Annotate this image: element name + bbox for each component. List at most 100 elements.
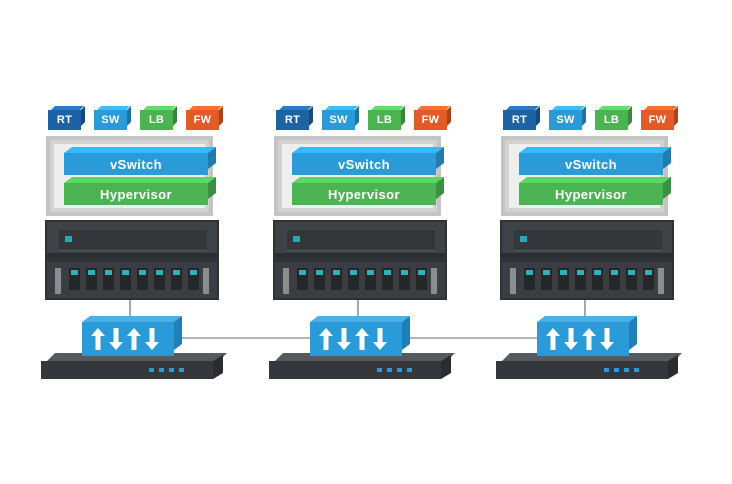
function-label: SW [556, 114, 575, 126]
switch-side [668, 355, 678, 379]
network-switch [269, 353, 457, 381]
port-strip [506, 268, 668, 294]
switch-side [441, 355, 451, 379]
function-rt-block: RT [276, 110, 309, 130]
network-port-icon [69, 268, 80, 290]
rail-right [658, 268, 664, 294]
uplink-line [357, 300, 359, 322]
switch-led-icon [634, 368, 639, 372]
uplink-line [584, 300, 586, 322]
function-lb-block: LB [595, 110, 628, 130]
network-port-icon [314, 268, 325, 290]
switch-led-icon [624, 368, 629, 372]
server-chassis-ports [500, 260, 674, 300]
rail-right [203, 268, 209, 294]
switch-led-icon [387, 368, 392, 372]
vswitch-layer: vSwitch [64, 153, 208, 175]
server-panel [287, 230, 435, 251]
server-divider [47, 253, 217, 258]
network-port-icon [626, 268, 637, 290]
switch-led-icon [159, 368, 164, 372]
function-rt-block: RT [48, 110, 81, 130]
function-label: FW [421, 114, 440, 126]
arrow-down-icon [564, 328, 578, 350]
port-strip [51, 268, 213, 294]
network-port-icon [524, 268, 535, 290]
server-chassis-ports [45, 260, 219, 300]
network-port-icon [171, 268, 182, 290]
switch-front [269, 361, 441, 379]
hypervisor-label: Hypervisor [100, 186, 172, 202]
switch-led-icon [169, 368, 174, 372]
switch-arrows-block [310, 322, 402, 356]
function-fw-block: FW [641, 110, 674, 130]
arrow-up-icon [91, 328, 105, 350]
hypervisor-label: Hypervisor [328, 186, 400, 202]
network-port-icon [365, 268, 376, 290]
network-switch [41, 353, 229, 381]
function-label: SW [329, 114, 348, 126]
function-lb-block: LB [140, 110, 173, 130]
network-port-icon [558, 268, 569, 290]
server-panel [59, 230, 207, 251]
uplink-line [129, 300, 131, 322]
vswitch-layer: vSwitch [519, 153, 663, 175]
switch-led-icon [614, 368, 619, 372]
function-label: FW [648, 114, 667, 126]
up-down-arrows-icon [91, 328, 159, 350]
switch-led-icon [149, 368, 154, 372]
server-panel [514, 230, 662, 251]
network-port-icon [575, 268, 586, 290]
network-port-icon [609, 268, 620, 290]
function-label: LB [603, 114, 620, 126]
network-port-icon [188, 268, 199, 290]
rail-right [431, 268, 437, 294]
switch-led-icon [397, 368, 402, 372]
function-fw-block: FW [414, 110, 447, 130]
vswitch-label: vSwitch [110, 156, 162, 172]
switch-front [41, 361, 213, 379]
switch-side [213, 355, 223, 379]
hypervisor-label: Hypervisor [555, 186, 627, 202]
switch-top [275, 353, 455, 361]
function-rt-block: RT [503, 110, 536, 130]
network-port-icon [416, 268, 427, 290]
function-sw-block: SW [549, 110, 582, 130]
arrow-down-icon [145, 328, 159, 350]
vswitch-label: vSwitch [565, 156, 617, 172]
switch-arrows-block [537, 322, 629, 356]
switch-led-icon [407, 368, 412, 372]
hypervisor-layer: Hypervisor [292, 183, 436, 205]
server-chassis [273, 220, 447, 260]
server-chassis [45, 220, 219, 260]
switch-led-icon [179, 368, 184, 372]
hypervisor-layer: Hypervisor [64, 183, 208, 205]
arrow-down-icon [373, 328, 387, 350]
function-label: LB [148, 114, 165, 126]
function-label: RT [284, 114, 301, 126]
function-label: FW [193, 114, 212, 126]
arrow-down-icon [109, 328, 123, 350]
function-sw-block: SW [322, 110, 355, 130]
up-down-arrows-icon [546, 328, 614, 350]
function-label: SW [101, 114, 120, 126]
switch-arrows-block [82, 322, 174, 356]
network-port-icon [382, 268, 393, 290]
network-port-icon [643, 268, 654, 290]
network-switch [496, 353, 684, 381]
network-port-icon [592, 268, 603, 290]
port-strip [279, 268, 441, 294]
network-port-icon [331, 268, 342, 290]
rail-left [283, 268, 289, 294]
arrow-up-icon [355, 328, 369, 350]
up-down-arrows-icon [319, 328, 387, 350]
function-fw-block: FW [186, 110, 219, 130]
function-lb-block: LB [368, 110, 401, 130]
server-divider [275, 253, 445, 258]
network-port-icon [297, 268, 308, 290]
network-port-icon [348, 268, 359, 290]
arrow-up-icon [546, 328, 560, 350]
status-led-icon [520, 236, 527, 242]
hypervisor-layer: Hypervisor [519, 183, 663, 205]
